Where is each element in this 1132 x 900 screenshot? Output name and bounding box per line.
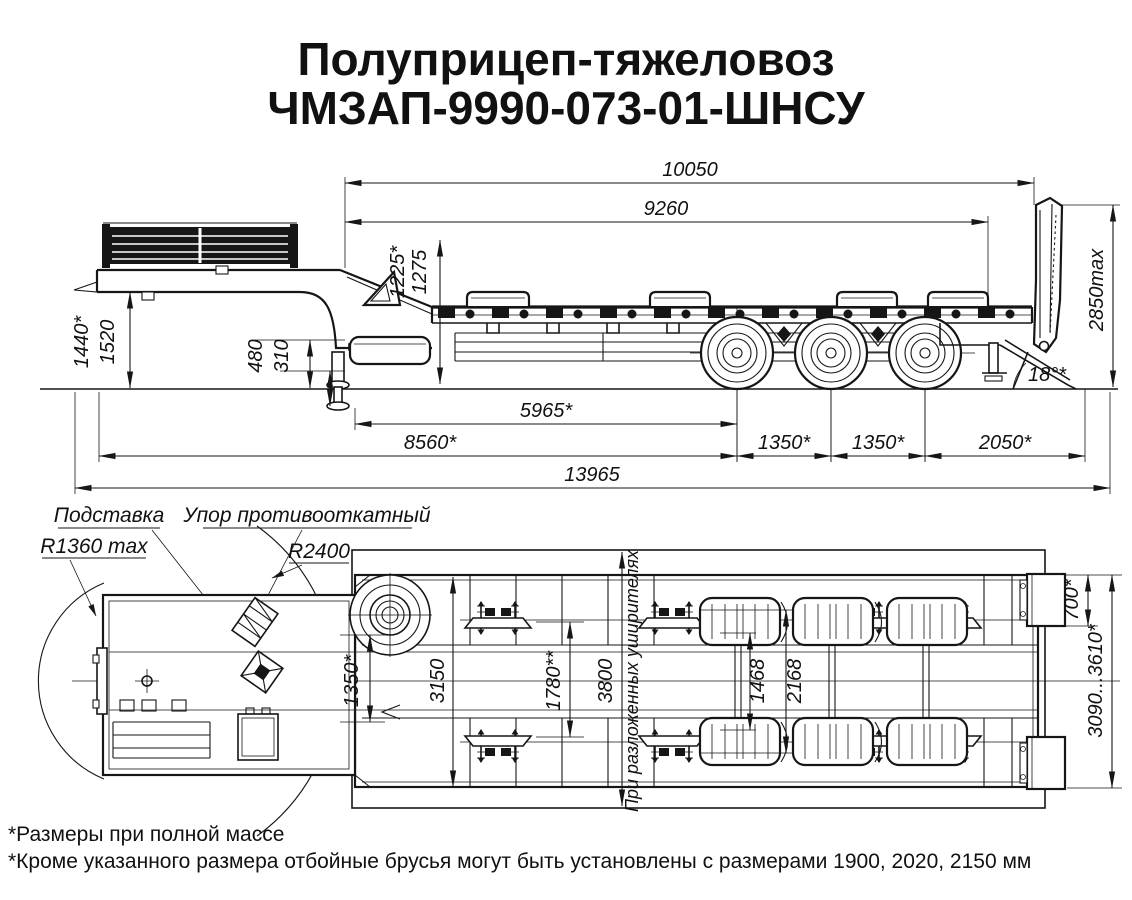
dim-10050: 10050	[662, 159, 718, 181]
ramp-outline	[1032, 196, 1064, 354]
dim-2050: 2050*	[978, 432, 1032, 454]
side-rails	[455, 332, 932, 362]
rear-jack	[988, 342, 999, 374]
ramp-angle-edge	[1012, 351, 1029, 390]
spring-hangers	[486, 323, 740, 334]
rail-point	[380, 704, 401, 720]
plan-dimensions: 1350* 3150 1780** 3800 При разложенных у…	[341, 549, 1116, 812]
dim-3800: 3800	[595, 659, 617, 704]
plan-view: Подставка Упор противооткатный R1360 max…	[37, 504, 1122, 837]
leader-r2400	[271, 564, 303, 579]
drawing-title-line1: Полуприцеп-тяжеловоз	[297, 33, 834, 85]
callout-r1360: R1360 max	[40, 535, 149, 558]
dim-3150: 3150	[427, 659, 449, 704]
side-extension-lines	[74, 177, 1120, 494]
cross-members	[469, 575, 1013, 787]
side-dimensions: 10050 9260 1225* 1275 1440* 1520 480 310…	[71, 159, 1117, 492]
footnote-1: *Размеры при полной массе	[8, 823, 284, 846]
dim-1350a: 1350*	[758, 432, 811, 454]
ramps-plan	[1019, 572, 1067, 791]
gooseneck-body	[73, 265, 433, 411]
dim-1468: 1468	[747, 659, 769, 704]
callout-chock: Упор противооткатный	[182, 504, 430, 527]
dim-2850max: 2850max	[1086, 248, 1108, 332]
leader-r1360	[69, 559, 97, 617]
stand-glyph	[239, 649, 285, 695]
dim-1225: 1225*	[387, 245, 409, 298]
dim-2168: 2168	[784, 659, 806, 705]
title-block: Полуприцеп-тяжеловоз ЧМЗАП-9990-073-01-Ш…	[267, 33, 866, 134]
side-view: 10050 9260 1225* 1275 1440* 1520 480 310…	[40, 159, 1120, 494]
dim-480: 480	[245, 339, 267, 372]
deck-platform	[348, 290, 1034, 366]
dim-13965: 13965	[564, 464, 620, 486]
deck-brackets	[438, 308, 1015, 319]
callout-stand: Подставка	[54, 504, 165, 527]
dim-700: 700*	[1061, 578, 1083, 620]
dim-angle-18: 18°*	[1028, 364, 1067, 386]
dim-310: 310	[271, 339, 293, 372]
dim-5965: 5965*	[520, 400, 573, 422]
gooseneck-plan	[92, 593, 357, 777]
axle-connectors	[734, 645, 930, 718]
callout-r2400: R2400	[288, 540, 350, 563]
rear-ramp	[939, 196, 1077, 390]
wheel-chock-glyph	[230, 596, 280, 648]
toolbox	[348, 335, 432, 366]
wheel-3	[887, 306, 963, 462]
arc-r1360	[37, 582, 105, 780]
dim-3090-3610: 3090...3610*	[1085, 623, 1107, 738]
plan-extension-lines	[340, 574, 1122, 789]
dim-1350b: 1350*	[852, 432, 905, 454]
dim-1440: 1440*	[71, 315, 93, 368]
wheels-side	[690, 306, 975, 462]
dim-1520: 1520	[97, 320, 119, 365]
widener-note: При разложенных уширителях	[622, 549, 642, 812]
wheel-2	[793, 306, 869, 462]
dim-1780: 1780**	[543, 650, 565, 711]
dim-8560: 8560*	[404, 432, 457, 454]
footnote-2: *Кроме указанного размера отбойные брусь…	[8, 850, 1031, 873]
dim-9260: 9260	[644, 198, 689, 220]
gooseneck-bundle	[102, 222, 298, 268]
wheel-covers	[465, 290, 990, 306]
footnotes: *Размеры при полной массе *Кроме указанн…	[8, 823, 1031, 873]
callout-underlines	[42, 527, 412, 564]
dim-1275: 1275	[409, 249, 431, 294]
dim-1350-plan: 1350*	[341, 654, 363, 707]
drawing-title-line2: ЧМЗАП-9990-073-01-ШНСУ	[267, 82, 866, 134]
